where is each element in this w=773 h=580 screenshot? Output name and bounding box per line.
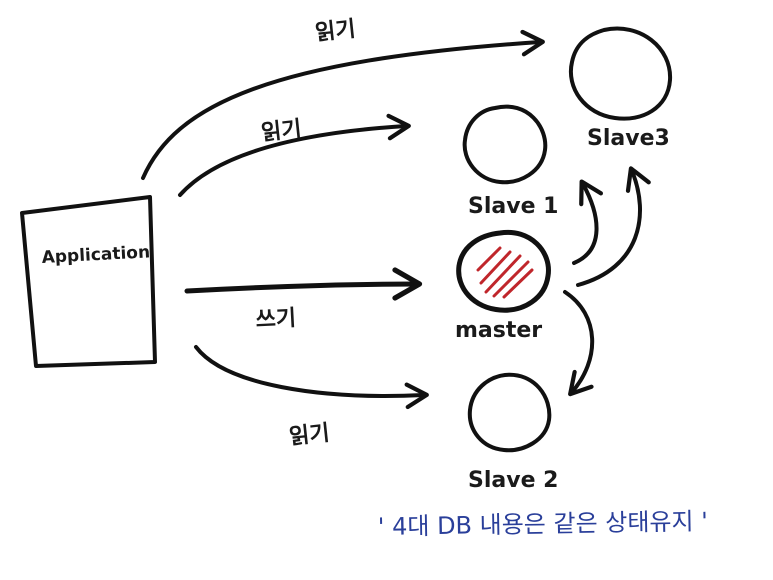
master-label: master [455,318,542,343]
node-slave2: Slave 2 [467,372,558,493]
slave2-label: Slave 2 [468,468,558,493]
arrow-read-slave3 [141,29,545,180]
application-box: Application [20,195,157,368]
slave1-label: Slave 1 [468,194,558,219]
slave3-label: Slave3 [587,126,670,151]
label-write-master: 쓰기 [255,306,297,333]
node-slave3: Slave3 [568,26,673,151]
label-read-slave3: 읽기 [314,17,357,46]
label-read-slave2: 읽기 [288,421,331,450]
label-read-slave1: 읽기 [260,117,303,146]
node-slave1: Slave 1 [462,104,558,219]
arrow-read-slave2 [194,345,429,410]
arrow-master-slave1 [572,179,603,265]
node-master: master [455,229,551,343]
arrow-read-slave1 [178,113,411,197]
application-label: Application [41,242,150,268]
master-hatching [476,246,534,299]
arrow-master-slave3 [576,166,651,287]
caption: ' 4대 DB 내용은 같은 상태유지 ' [378,507,708,541]
arrow-master-slave2 [563,290,595,397]
arrow-write-master [184,267,423,301]
